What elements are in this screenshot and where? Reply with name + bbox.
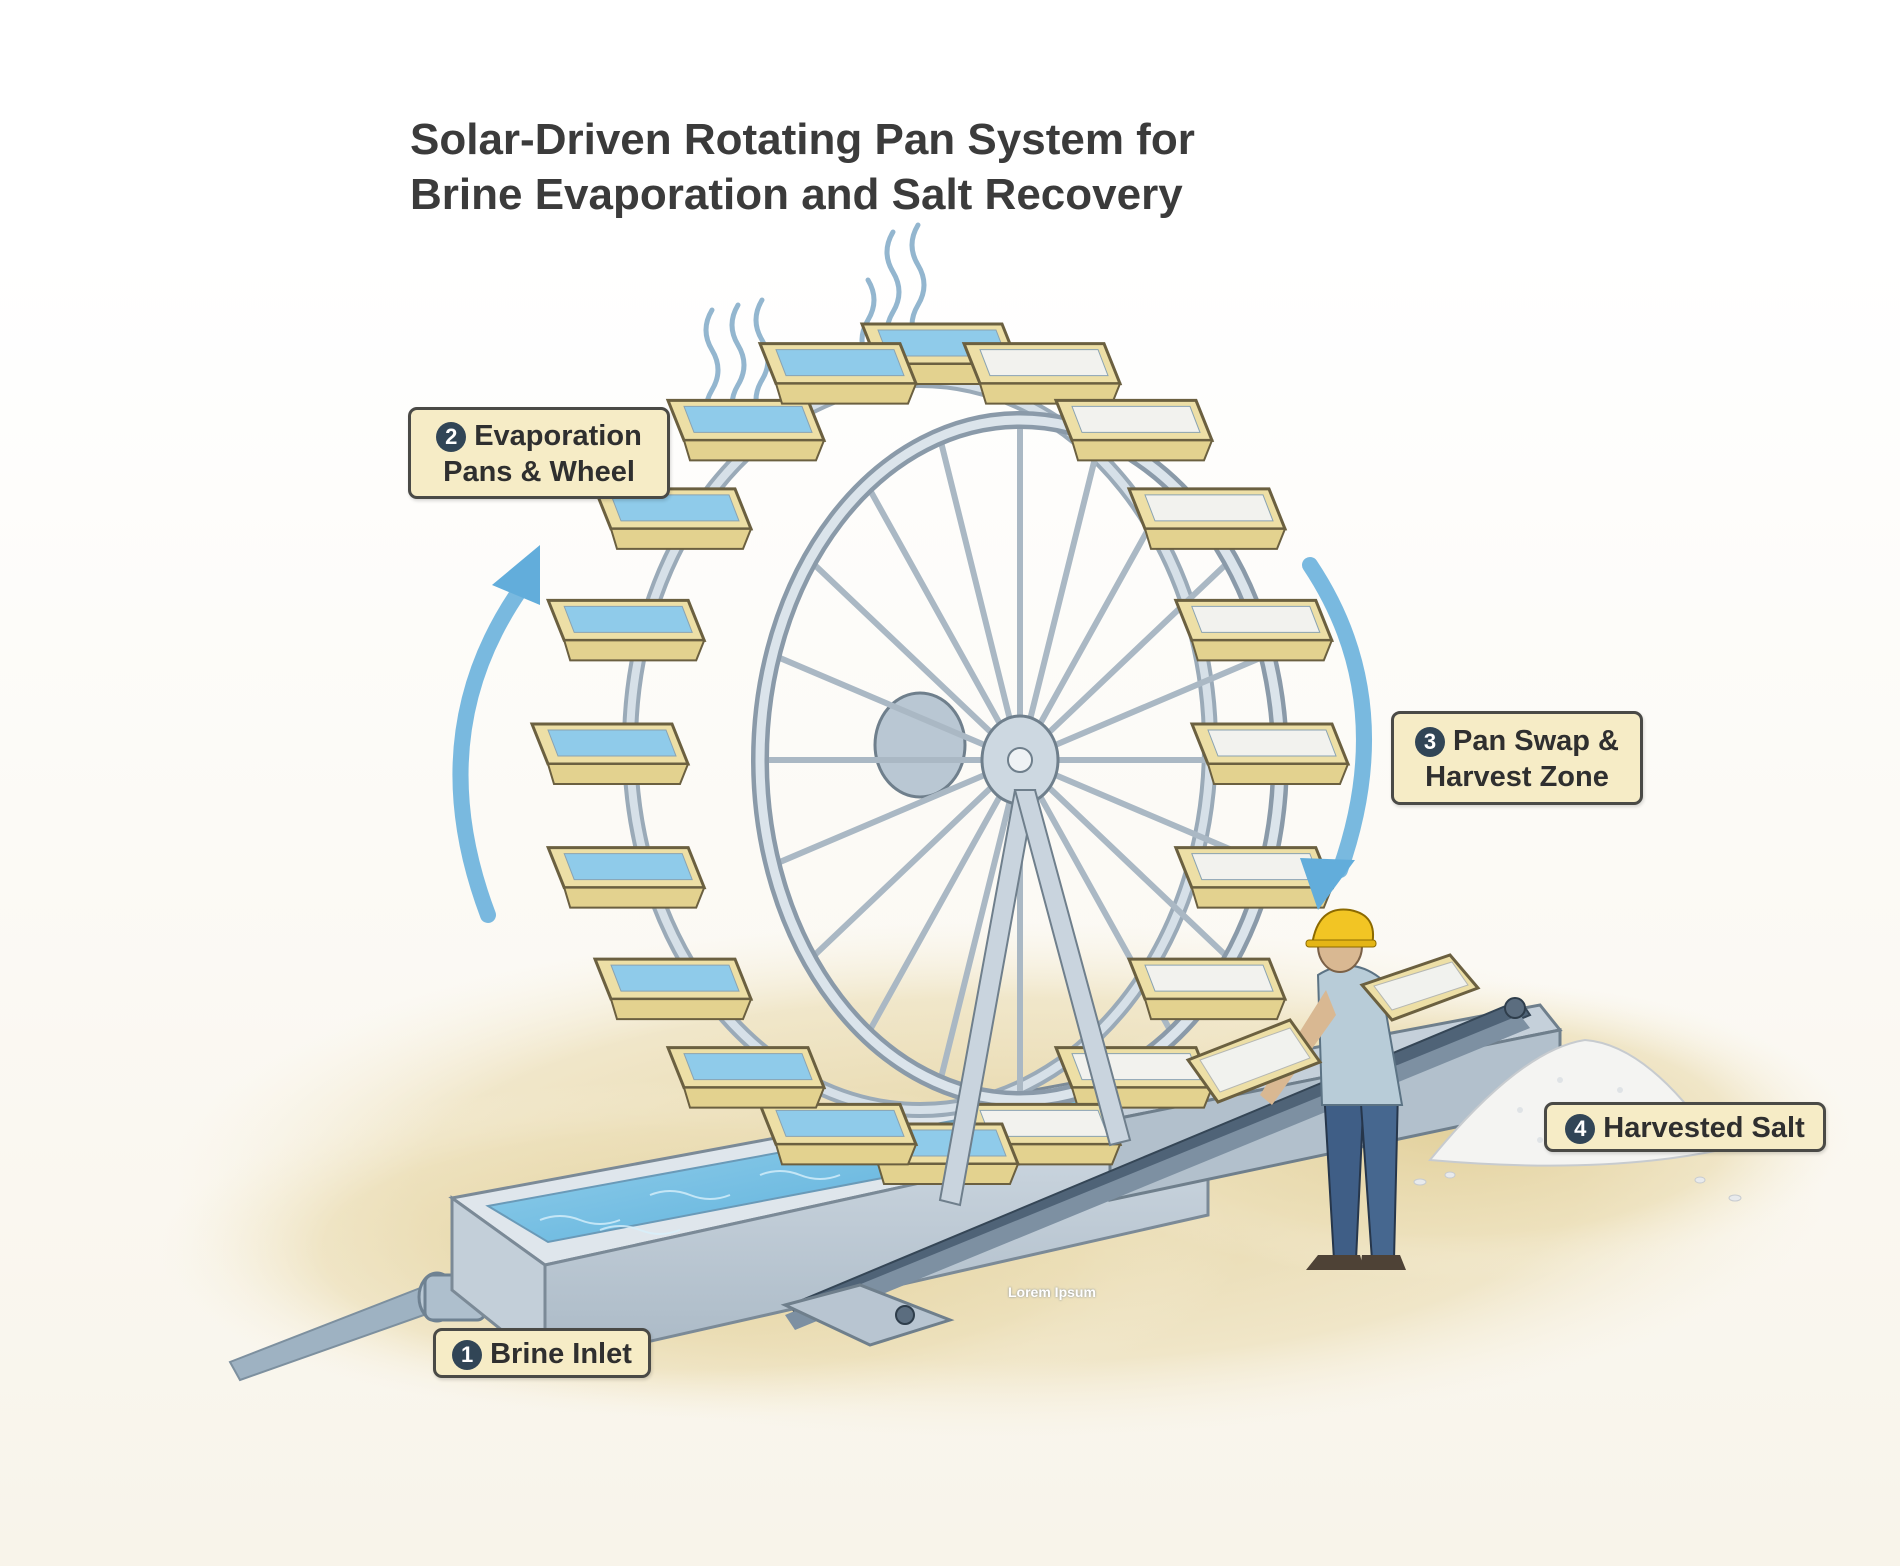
pan-contents (980, 350, 1108, 376)
pan-contents (1072, 406, 1200, 432)
callout-2-label-line2: Pans & Wheel (421, 454, 657, 490)
pan-side (611, 529, 751, 549)
pan-side (1145, 999, 1285, 1019)
pan-contents (684, 406, 812, 432)
pan-contents (564, 606, 692, 632)
callout-2-label-line1: Evaporation (474, 420, 642, 452)
pan-side (1208, 764, 1348, 784)
callout-1-label: Brine Inlet (490, 1338, 632, 1370)
pan-contents (1208, 730, 1336, 756)
pan (1176, 600, 1332, 660)
callout-evaporation-pans: 2 Evaporation Pans & Wheel (408, 407, 670, 499)
pan (595, 959, 751, 1019)
pan-side (684, 440, 824, 460)
pan (1192, 724, 1348, 784)
pan-contents (776, 350, 904, 376)
pan-side (776, 1144, 916, 1164)
pan-side (1192, 640, 1332, 660)
pan-side (564, 640, 704, 660)
diagram-title: Solar-Driven Rotating Pan System for Bri… (410, 112, 1195, 222)
callout-1-badge: 1 (452, 1340, 482, 1370)
callout-pan-swap: 3 Pan Swap & Harvest Zone (1391, 711, 1643, 805)
callout-3-badge: 3 (1415, 727, 1445, 757)
pan (532, 724, 688, 784)
callout-2-badge: 2 (436, 422, 466, 452)
pan-side (1072, 440, 1212, 460)
pan-contents (564, 854, 692, 880)
pan (548, 600, 704, 660)
title-line-2: Brine Evaporation and Salt Recovery (410, 167, 1195, 222)
pan (668, 400, 824, 460)
pan-contents (776, 1110, 904, 1136)
pan (548, 848, 704, 908)
pan (1056, 400, 1212, 460)
pan-contents (1192, 606, 1320, 632)
pan-side (548, 764, 688, 784)
pan (964, 344, 1120, 404)
pan (1129, 959, 1285, 1019)
pan (1129, 489, 1285, 549)
pan (1056, 1048, 1212, 1108)
pan-side (1145, 529, 1285, 549)
pan-side (776, 384, 916, 404)
overlay-caption: Lorem Ipsum (1008, 1284, 1096, 1300)
pan-contents (1145, 965, 1273, 991)
pan-contents (1145, 495, 1273, 521)
callout-harvested-salt: 4 Harvested Salt (1544, 1102, 1826, 1152)
pan-side (684, 1088, 824, 1108)
pan (760, 344, 916, 404)
pan-side (564, 888, 704, 908)
pan-contents (548, 730, 676, 756)
callout-3-label-line1: Pan Swap & (1453, 725, 1619, 757)
pan (668, 1048, 824, 1108)
pan (760, 1104, 916, 1164)
callout-4-badge: 4 (1565, 1114, 1595, 1144)
wheel-axle (1008, 748, 1032, 772)
pan-contents (1192, 854, 1320, 880)
pan-side (1192, 888, 1332, 908)
pan-contents (611, 965, 739, 991)
pan-contents (684, 1054, 812, 1080)
title-line-1: Solar-Driven Rotating Pan System for (410, 112, 1195, 167)
callout-4-label: Harvested Salt (1603, 1112, 1805, 1144)
callout-brine-inlet: 1 Brine Inlet (433, 1328, 651, 1378)
pan-side (611, 999, 751, 1019)
background (0, 250, 1900, 1566)
callout-3-label-line2: Harvest Zone (1404, 759, 1630, 795)
